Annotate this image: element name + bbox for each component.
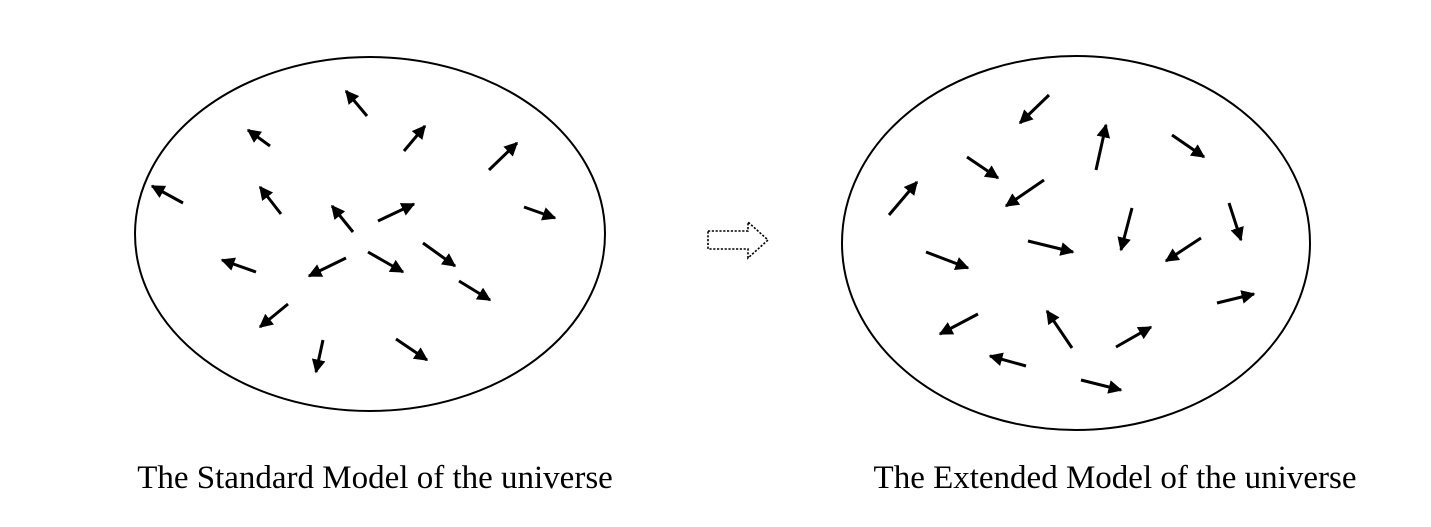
- standard-model-vector-arrow-5: [150, 184, 184, 205]
- extended-model-vector-arrow-5: [887, 180, 919, 216]
- standard-model-panel: [134, 56, 606, 412]
- standard-model-vector-arrow-7: [330, 204, 355, 233]
- standard-model-vector-arrow-4: [487, 141, 519, 172]
- extended-model-vector-arrow-16: [988, 352, 1027, 368]
- extended-model-vector-arrow-1: [1018, 93, 1051, 125]
- extended-model-vector-arrow-7: [1227, 202, 1244, 242]
- standard-model-vector-arrow-6: [258, 185, 283, 215]
- extended-model-vector-arrow-6: [1004, 178, 1045, 208]
- standard-model-vector-arrow-14: [458, 279, 492, 302]
- standard-model-vector-arrow-8: [377, 202, 416, 223]
- standard-model-vector-arrow-12: [367, 250, 405, 274]
- extended-model-vector-arrow-10: [1117, 207, 1134, 252]
- extended-model-vector-arrow-4: [1171, 133, 1206, 159]
- standard-model-vector-arrow-15: [258, 302, 289, 329]
- extended-model-vector-arrow-11: [1164, 236, 1202, 263]
- extended-model-vector-arrow-17: [1080, 378, 1123, 394]
- standard-model-vector-arrow-16: [311, 339, 326, 374]
- extended-model-vector-arrow-9: [1027, 239, 1075, 256]
- standard-model-vector-arrow-13: [422, 241, 457, 268]
- dotted-right-arrow-icon: [707, 220, 770, 260]
- extended-model-vector-arrow-2: [966, 155, 1000, 180]
- standard-model-universe-ellipse: [134, 56, 606, 412]
- standard-model-vector-arrow-3: [402, 124, 427, 152]
- standard-model-vector-arrow-9: [523, 205, 557, 221]
- extended-model-vector-arrow-15: [1115, 325, 1153, 349]
- standard-model-arrows: [150, 89, 557, 374]
- extended-model-vector-arrow-8: [925, 250, 970, 271]
- extended-model-panel: [841, 55, 1311, 431]
- extended-model-arrows: [887, 93, 1256, 394]
- standard-model-vector-arrow-1: [344, 89, 369, 117]
- extended-model-vector-arrow-12: [1216, 290, 1256, 305]
- extended-model-vector-arrow-13: [938, 312, 979, 336]
- standard-model-vector-arrow-17: [395, 337, 429, 362]
- standard-model-vector-arrow-11: [307, 256, 347, 278]
- extended-model-universe-ellipse: [841, 55, 1311, 431]
- extended-model-vector-arrow-3: [1094, 123, 1111, 171]
- standard-model-vector-arrow-2: [246, 128, 271, 148]
- extended-model-caption: The Extended Model of the universe: [873, 460, 1357, 496]
- standard-model-vector-arrow-10: [220, 257, 257, 274]
- extended-model-vector-arrow-14: [1045, 309, 1074, 349]
- standard-model-caption: The Standard Model of the universe: [137, 460, 613, 496]
